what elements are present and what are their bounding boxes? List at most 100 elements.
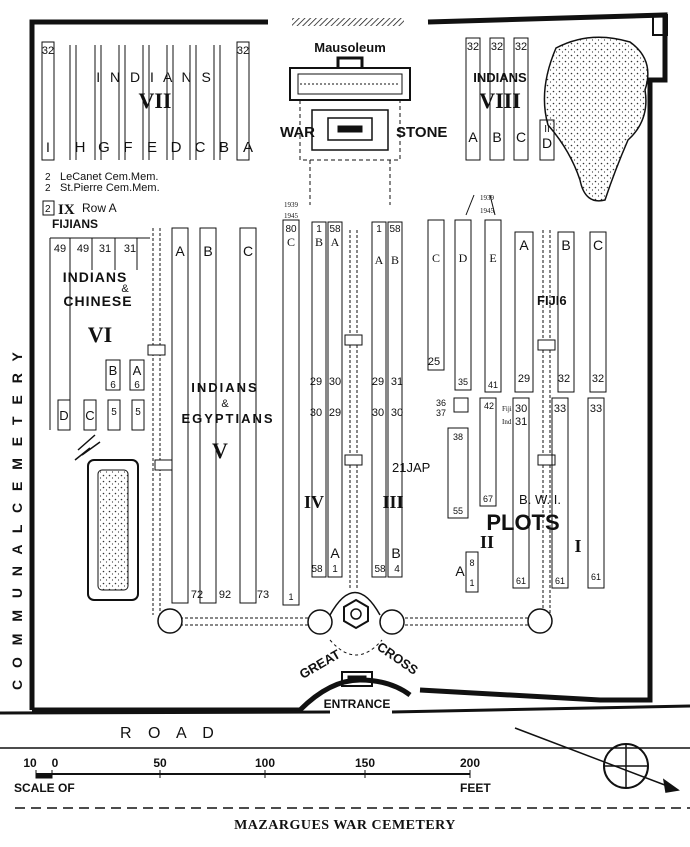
plot-iv-mid-number: 30 — [329, 376, 341, 388]
plot-iv-year: 1945 — [284, 212, 299, 220]
plot-bwi-number: 33 — [590, 403, 602, 415]
plot-bwi-number: 8 — [469, 558, 474, 568]
scale-tick: 150 — [355, 756, 375, 770]
plot-vii-row: I — [46, 139, 50, 155]
scale-label: SCALE OF — [14, 781, 75, 795]
plot-viii-top-number: 32 — [515, 41, 527, 53]
path-circles — [157, 608, 553, 635]
plot-bwi-number: 33 — [554, 403, 566, 415]
plot-viii-numeral: VIII — [479, 88, 521, 113]
plot-iii-mid-number: 30 — [372, 407, 384, 419]
plot-bwi-row: D — [459, 251, 468, 265]
plot-iv-mid-number: 30 — [310, 407, 322, 419]
plot-iv-numeral: IV — [304, 492, 324, 512]
memorial-label: St.Pierre Cem.Mem. — [60, 182, 160, 194]
plot-iii-row: A — [375, 253, 384, 267]
plot-iv-bottom-number: 1 — [288, 592, 293, 602]
plot-iv-row: C — [287, 235, 295, 249]
plot-viii-row: A — [468, 129, 478, 145]
plot-iii-numeral: III — [382, 492, 403, 512]
plot-vi-line2: CHINESE — [63, 293, 132, 309]
plot-iii: 1 58 A B 29 31 30 30 21JAP III B 58 4 — [371, 221, 430, 578]
cross-label: CROSS — [374, 639, 421, 678]
plot-vi-cell: A — [133, 363, 142, 378]
plot-iii-mid-number: 30 — [391, 407, 403, 419]
plot-bwi-label: B. W. I. — [519, 492, 561, 507]
plot-ix: 2 IX Row A FIJIANS — [42, 200, 117, 231]
plot-vii-row: G — [98, 139, 110, 156]
plot-viii-row: C — [516, 129, 526, 145]
scale-tick: 10 — [23, 756, 37, 770]
plot-iv-row-a-label: A — [330, 545, 340, 561]
plot-v-bottom-number: 92 — [219, 589, 231, 601]
plot-vi-top-number: 31 — [124, 243, 136, 255]
plot-viii-row-d-number: II — [544, 124, 550, 135]
memorials: 2 LeCanet Cem.Mem. 2 St.Pierre Cem.Mem. — [45, 171, 160, 194]
paths — [152, 228, 551, 626]
plot-vii-row: D — [171, 139, 182, 156]
plot-vii: 32 32 I N D I A N S VII I H G F E D C B … — [41, 41, 253, 161]
plot-vi-line1: INDIANS — [63, 269, 128, 285]
plot-viii-top-number: 32 — [467, 41, 479, 53]
plot-iv-mid-number: 29 — [310, 376, 322, 388]
plot-iv-mid-number: 29 — [329, 407, 341, 419]
plot-vi: 49 49 31 31 INDIANS & CHINESE VI B 6 A 6… — [49, 237, 150, 431]
plot-vii-row: F — [123, 139, 132, 156]
plot-ix-name: FIJIANS — [52, 217, 98, 231]
plot-bwi-row: E — [489, 251, 496, 265]
plot-iii-mid-number: 31 — [391, 376, 403, 388]
plot-v-row: A — [175, 243, 185, 259]
map-title: MAZARGUES WAR CEMETERY — [234, 818, 456, 833]
plot-vii-numeral: VII — [138, 88, 171, 113]
plot-iii-bottom-number: 4 — [394, 564, 400, 575]
scale-tick: 100 — [255, 756, 275, 770]
plot-v-line1: INDIANS — [191, 380, 258, 395]
plot-iv-row: B — [315, 235, 323, 249]
plot-bwi-plot-i: I — [574, 536, 581, 556]
plot-bwi-number: 35 — [458, 377, 468, 387]
plot-vi-cell: B — [109, 363, 118, 378]
plot-vi-top-number: 31 — [99, 243, 111, 255]
communal-cemetery-label: C O M M U N A L C E M E T E R Y — [9, 348, 25, 690]
scale-bar: 10 0 50 100 150 200 SCALE OF FEET — [14, 756, 491, 795]
plot-vii-top-number: 32 — [42, 45, 54, 57]
plot-viii: 32 32 32 INDIANS VIII A B C II D — [465, 37, 555, 161]
plot-bwi-number: 61 — [555, 576, 565, 586]
stone-label: STONE — [396, 124, 447, 141]
plot-viii-row: B — [492, 129, 501, 145]
plot-bwi: 1939 1945 C D E A B C FIJI6 25 35 41 29 … — [427, 194, 607, 593]
plot-v-line2: EGYPTIANS — [181, 411, 274, 426]
plot-bwi-number: A — [455, 563, 465, 579]
plot-iv-top-number: 58 — [329, 224, 341, 235]
plot-vi-cell: 5 — [111, 407, 117, 418]
plot-bwi-number: 25 — [428, 356, 440, 368]
plot-bwi-row: C — [593, 237, 603, 253]
plot-iv-top-number: 1 — [316, 224, 322, 235]
plot-vii-top-number: 32 — [237, 45, 249, 57]
plot-bwi-number: 30 — [515, 403, 527, 415]
plot-vii-row: B — [219, 139, 229, 156]
plot-vii-row: H — [75, 139, 86, 156]
plot-vi-top-number: 49 — [54, 243, 66, 255]
plot-vi-cell: D — [59, 408, 68, 423]
plot-vi-amp: & — [121, 283, 129, 295]
plot-bwi-number: 42 — [484, 401, 494, 411]
plot-bwi-ind-label: Ind — [502, 418, 512, 426]
plot-bwi-plots-word: PLOTS — [486, 510, 559, 535]
plot-ix-row: Row A — [82, 201, 117, 215]
plot-vi-top-number: 49 — [77, 243, 89, 255]
plot-v-amp: & — [221, 398, 229, 410]
plot-bwi-row: C — [432, 251, 440, 265]
war-label: WAR — [280, 124, 315, 141]
memorial-number: 2 — [45, 183, 51, 194]
plot-v-numeral: V — [212, 438, 228, 463]
plot-bwi-number: 32 — [592, 373, 604, 385]
plot-bwi-year: 1939 — [480, 194, 495, 202]
road: R O A D — [0, 704, 690, 809]
plot-iv-row: A — [331, 235, 340, 249]
plot-iii-top-number: 58 — [389, 224, 401, 235]
plot-ix-numeral: IX — [58, 202, 75, 218]
plot-bwi-number: 31 — [515, 416, 527, 428]
plot-vi-numeral: VI — [88, 322, 112, 347]
plot-v: A B C INDIANS & EGYPTIANS V 72 92 73 — [171, 227, 274, 604]
